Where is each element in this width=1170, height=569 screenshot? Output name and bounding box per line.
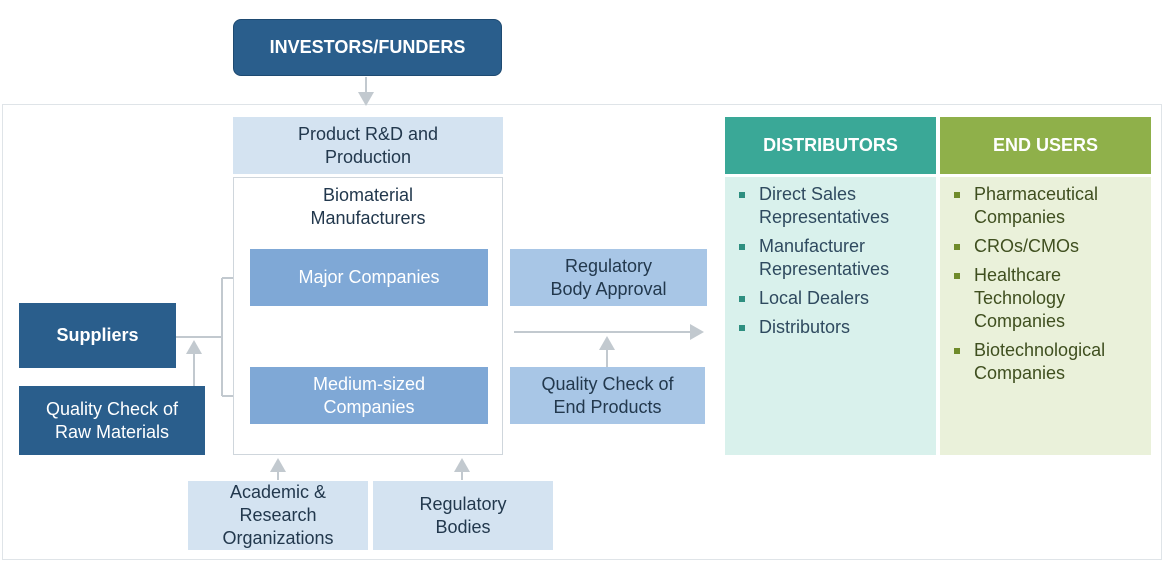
medium-companies-box: Medium-sized Companies — [250, 367, 488, 424]
quality-raw-box: Quality Check of Raw Materials — [19, 386, 205, 455]
academic-box: Academic & Research Organizations — [188, 481, 368, 550]
quality-raw-label: Quality Check of Raw Materials — [45, 398, 179, 442]
distributors-header: DISTRIBUTORS — [725, 117, 936, 174]
quality-end-label: Quality Check of End Products — [541, 373, 674, 417]
bullet-icon — [739, 192, 745, 198]
product-rd-label: Product R&D and Production — [297, 123, 439, 167]
regulatory-bodies-label: Regulatory Bodies — [419, 493, 507, 537]
investors-box: INVESTORS/FUNDERS — [233, 19, 502, 76]
list-item: Pharmaceutical Companies — [952, 183, 1151, 229]
regulatory-bodies-box: Regulatory Bodies — [373, 481, 553, 550]
end-users-list: Pharmaceutical Companies CROs/CMOs Healt… — [940, 177, 1151, 455]
bullet-icon — [954, 348, 960, 354]
medium-companies-label: Medium-sized Companies — [312, 373, 426, 417]
major-companies-box: Major Companies — [250, 249, 488, 306]
bullet-icon — [739, 325, 745, 331]
regulatory-approval-label: Regulatory Body Approval — [550, 255, 667, 299]
regulatory-approval-box: Regulatory Body Approval — [510, 249, 707, 306]
suppliers-label: Suppliers — [56, 325, 139, 345]
list-item: Manufacturer Representatives — [737, 235, 936, 281]
quality-end-box: Quality Check of End Products — [510, 367, 705, 424]
list-item: Local Dealers — [737, 287, 936, 310]
major-companies-label: Major Companies — [298, 267, 440, 287]
academic-label: Academic & Research Organizations — [222, 482, 334, 548]
list-item: Healthcare Technology Companies — [952, 264, 1151, 333]
bullet-icon — [954, 192, 960, 198]
distributors-list: Direct Sales Representatives Manufacture… — [725, 177, 936, 455]
list-item: Direct Sales Representatives — [737, 183, 936, 229]
suppliers-box: Suppliers — [19, 303, 176, 368]
product-rd-box: Product R&D and Production — [233, 117, 503, 174]
list-item: Distributors — [737, 316, 936, 339]
list-item: Biotechnological Companies — [952, 339, 1151, 385]
bullet-icon — [954, 273, 960, 279]
end-users-header: END USERS — [940, 117, 1151, 174]
ecosystem-frame — [2, 104, 1162, 560]
bullet-icon — [954, 244, 960, 250]
bullet-icon — [739, 244, 745, 250]
manufacturers-title: Biomaterial Manufacturers — [310, 185, 426, 228]
bullet-icon — [739, 296, 745, 302]
list-item: CROs/CMOs — [952, 235, 1151, 258]
